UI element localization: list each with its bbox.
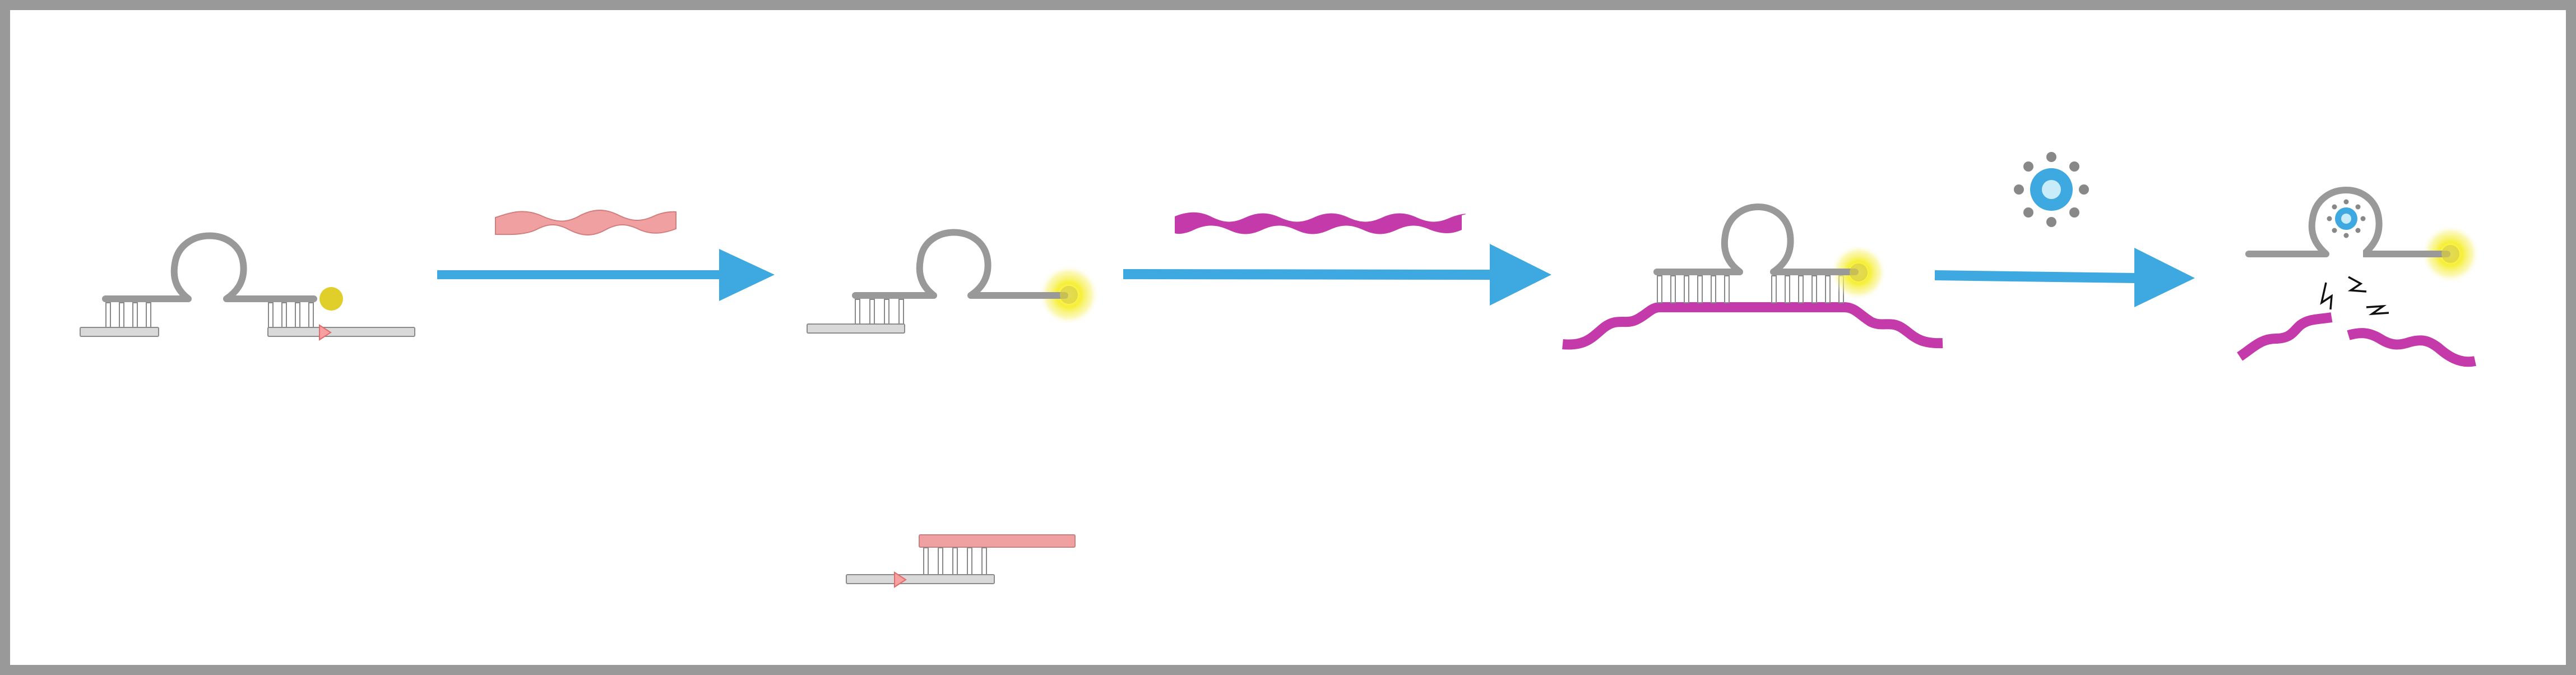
target-strand-wave bbox=[1175, 212, 1466, 234]
spark-icon bbox=[2366, 304, 2389, 316]
enzyme-icon-small bbox=[2327, 199, 2366, 238]
base-pairs-right bbox=[268, 302, 314, 328]
primer-strand-right bbox=[267, 327, 415, 337]
stage-2-hairpin-probe bbox=[807, 229, 1099, 334]
enzyme-icon bbox=[2014, 152, 2089, 227]
stage-4-cleaved-products bbox=[2236, 187, 2480, 367]
base-pairs-left bbox=[1657, 275, 1730, 303]
cleavage-spark-icons bbox=[2320, 276, 2389, 316]
spark-icon bbox=[2347, 276, 2367, 293]
probe-backbone bbox=[102, 232, 317, 302]
displaced-duplex bbox=[846, 534, 1076, 588]
primer-strand-left bbox=[807, 323, 905, 334]
base-pairs-left bbox=[105, 302, 151, 328]
opened-probe-backbone bbox=[2245, 187, 2450, 257]
base-pairs-left bbox=[855, 299, 904, 325]
quencher-dot bbox=[319, 287, 343, 311]
arrow-2 bbox=[1123, 244, 1551, 306]
arrow-1 bbox=[437, 249, 775, 301]
arrow-3 bbox=[1935, 248, 2195, 307]
reporter-strand bbox=[495, 210, 677, 235]
fluorophore-core bbox=[1850, 263, 1868, 281]
fluorophore-core bbox=[2441, 245, 2459, 263]
fluorophore-core bbox=[1060, 286, 1078, 304]
probe-backbone bbox=[852, 229, 1068, 299]
probe-backbone bbox=[1653, 204, 1859, 275]
spark-icon bbox=[2320, 282, 2333, 310]
cleaved-target-fragment-left bbox=[2236, 312, 2333, 361]
cleavage-site-marker bbox=[894, 571, 907, 588]
stage-3-hybridized-probe bbox=[1562, 204, 1943, 350]
stage-1-hairpin-probe bbox=[80, 232, 415, 341]
reporter-strand-bar bbox=[919, 534, 1076, 548]
primer-strand-left bbox=[80, 327, 159, 337]
target-strand bbox=[1562, 302, 1943, 350]
primer-strand bbox=[846, 574, 995, 584]
cleaved-target-fragment-right bbox=[2347, 328, 2476, 367]
base-pairs bbox=[923, 547, 987, 575]
cleavage-site-marker bbox=[319, 324, 332, 341]
